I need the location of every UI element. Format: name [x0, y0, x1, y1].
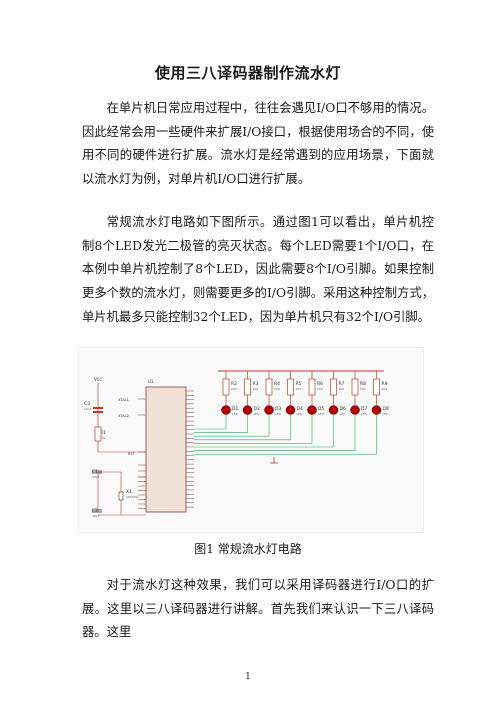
led-symbol	[285, 405, 296, 415]
led-symbol	[328, 405, 339, 415]
paragraph-2: 常规流水灯电路如下图所示。通过图1可以看出，单片机控制8个LED发光二极管的亮灭…	[82, 215, 434, 324]
resistor-symbol	[330, 378, 337, 396]
c2-label: C2	[92, 508, 98, 514]
led-value: LED	[361, 412, 368, 416]
led-label: D5	[318, 406, 324, 412]
led-value: LED	[297, 412, 304, 416]
resistor-value: 200	[296, 387, 302, 391]
figure-caption: 图1 常规流水灯电路	[194, 542, 302, 556]
mcu-chip	[145, 386, 187, 513]
led-circuit-schematic: U1 R2200D1LEDR3200D2LEDR4200D3LEDR5200D4…	[77, 346, 425, 534]
resistor-value: 200	[317, 387, 323, 391]
led-value: LED	[318, 412, 325, 416]
paragraph-3: 对于流水灯这种效果，我们可以采用译码器进行I/O口的扩展。这里以三八译码器进行讲…	[82, 578, 434, 640]
resistor-symbol	[244, 378, 251, 396]
xtal1-label: XTAL1	[118, 398, 129, 402]
led-label: D6	[340, 406, 346, 412]
vcc-label: VCC	[94, 377, 103, 382]
resistor-value: 200	[231, 387, 237, 391]
resistor-label: R5	[296, 381, 302, 387]
led-label: D1	[232, 406, 238, 412]
led-label: D3	[275, 406, 281, 412]
resistor-value: 200	[382, 387, 388, 391]
led-label: D4	[297, 406, 303, 412]
resistor-value: 200	[274, 387, 280, 391]
c3-value: 10uF	[84, 407, 92, 411]
resistor-label: R9	[382, 381, 388, 387]
c3-label: C3	[84, 401, 90, 407]
led-value: LED	[254, 412, 261, 416]
led-symbol	[371, 405, 382, 415]
led-label: D7	[361, 406, 367, 412]
led-symbol	[307, 405, 317, 415]
xtal2-label: XTAL2	[118, 414, 129, 418]
led-value: LED	[232, 412, 239, 416]
mcu-right-pins	[186, 390, 194, 508]
paragraph-1: 在单片机日常应用过程中，往往会遇见I/O口不够用的情况。因此经常会用一些硬件来扩…	[82, 101, 434, 187]
resistor-label: R6	[317, 381, 323, 387]
resistor-label: R7	[339, 381, 345, 387]
resistor-led-array: R2200D1LEDR3200D2LEDR4200D3LEDR5200D4LED…	[221, 371, 390, 464]
r1-value: 10k	[100, 436, 106, 440]
c3-symbol	[93, 407, 103, 409]
resistor-value: 200	[253, 387, 259, 391]
led-value: LED	[340, 412, 347, 416]
resistor-value: 200	[339, 387, 345, 391]
resistor-symbol	[222, 378, 230, 396]
c1-value: 30pF	[92, 475, 100, 479]
r1-symbol	[94, 426, 102, 442]
resistor-symbol	[265, 378, 273, 396]
mcu-label: U1	[148, 379, 154, 384]
led-symbol	[350, 405, 360, 415]
resistor-label: R4	[274, 381, 280, 387]
led-value: LED	[275, 412, 282, 416]
resistor-symbol	[287, 378, 294, 396]
mcu-left-pins	[138, 398, 146, 509]
r1-label: R1	[100, 430, 106, 436]
resistor-label: R8	[360, 381, 366, 387]
led-symbol	[242, 405, 253, 415]
led-value: LED	[383, 412, 390, 416]
document-title: 使用三八译码器制作流水灯	[154, 64, 341, 82]
crystal-label: X1	[126, 489, 132, 495]
c2-value: 30pF	[92, 514, 100, 518]
page-number: 1	[245, 672, 251, 682]
led-symbol	[221, 405, 231, 415]
crystal-symbol	[118, 491, 124, 501]
port-bus	[194, 428, 377, 455]
resistor-symbol	[373, 378, 380, 396]
led-symbol	[264, 405, 274, 415]
c1-label: C1	[92, 469, 98, 475]
crystal-value: CRYSTAL	[126, 495, 139, 499]
resistor-symbol	[308, 378, 316, 396]
resistor-symbol	[351, 378, 359, 396]
resistor-value: 200	[360, 387, 366, 391]
resistor-label: R3	[253, 381, 259, 387]
resistor-label: R2	[231, 381, 237, 387]
led-label: D2	[254, 406, 260, 412]
led-label: D8	[383, 406, 389, 412]
rst-label: RST	[128, 452, 136, 456]
